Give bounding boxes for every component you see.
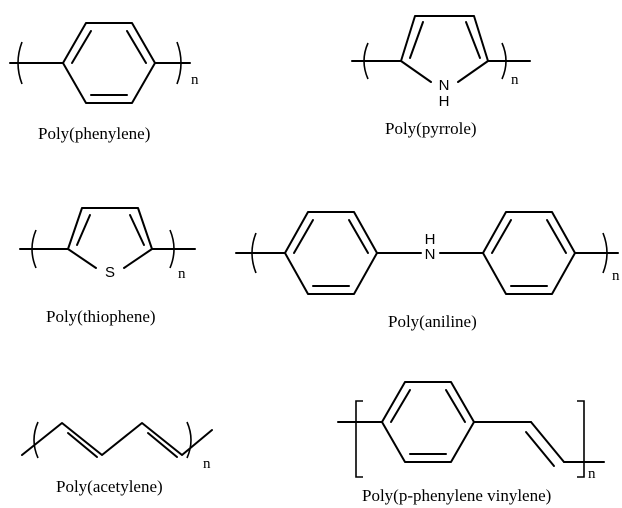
caption-polyacetylene: Poly(acetylene): [56, 477, 163, 496]
repeat-n-label: n: [612, 268, 620, 284]
caption-polypyrrole: Poly(pyrrole): [385, 119, 477, 138]
repeat-n-label: n: [511, 72, 519, 88]
nitrogen-atom: N: [425, 246, 436, 263]
structure-polyacetylene: n: [21, 421, 213, 472]
structure-polyphenylene: n: [9, 22, 199, 104]
sulfur-atom: S: [105, 264, 115, 281]
hydrogen-atom: H: [425, 231, 436, 248]
repeat-n-label: n: [203, 456, 211, 472]
repeat-n-label: n: [178, 266, 186, 282]
structure-polyaniline: H N n: [235, 211, 620, 295]
caption-polythiophene: Poly(thiophene): [46, 307, 156, 326]
nitrogen-atom: N: [439, 77, 450, 94]
structure-ppv: n: [337, 381, 605, 482]
structure-polythiophene: S n: [19, 207, 196, 282]
caption-polyaniline: Poly(aniline): [388, 312, 477, 331]
caption-polyphenylene: Poly(phenylene): [38, 124, 150, 143]
repeat-n-label: n: [588, 466, 596, 482]
repeat-n-label: n: [191, 72, 199, 88]
caption-ppv: Poly(p-phenylene vinylene): [362, 486, 551, 505]
hydrogen-atom: H: [439, 93, 450, 110]
structure-polypyrrole: N H n: [351, 15, 531, 110]
